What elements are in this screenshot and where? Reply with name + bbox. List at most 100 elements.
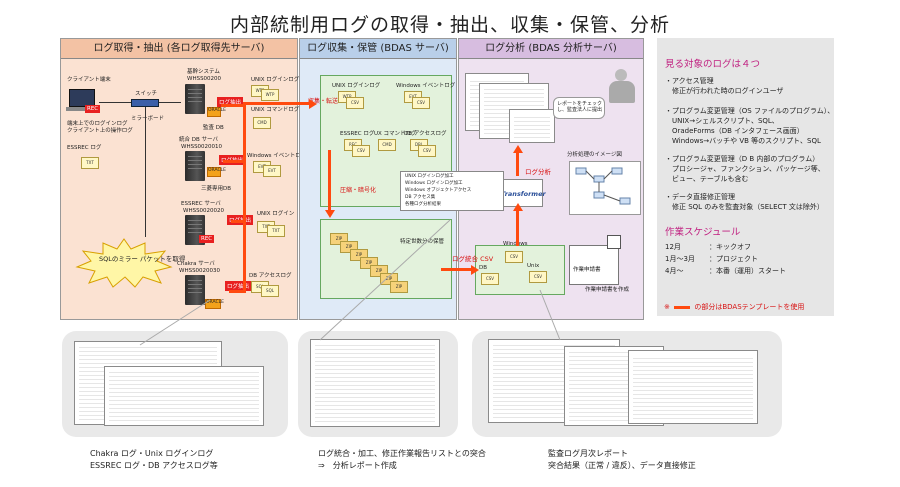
- analysis-image: [569, 161, 641, 215]
- aud-db-label: 監査 DB: [203, 125, 224, 131]
- rec-badge-client: REC: [85, 105, 101, 113]
- essrec-server-label: ESSREC サーバ: [181, 201, 221, 207]
- txt-doc-3: TXT: [267, 225, 285, 237]
- log-merge-csv-label: ログ統合 CSV: [452, 255, 494, 263]
- request-form-box: [569, 245, 619, 285]
- legend: ※ の部分はBDASテンプレートを使用: [664, 302, 804, 312]
- target-3-line-1: ・プログラム変更管理（D B 内部のプログラム）: [665, 155, 820, 163]
- collect-db-access: DB アクセスログ: [404, 131, 447, 137]
- collect-trunk: [243, 102, 246, 293]
- merge-arrow-head: [471, 265, 479, 275]
- analysis-up-line: [516, 210, 519, 246]
- target-1-line-1: ・アクセス管理: [665, 77, 714, 85]
- collect-essrec: ESSREC ログ: [340, 131, 375, 137]
- process-note-1: Windows ログインログ加工: [405, 181, 463, 186]
- process-note-2: Windows オブジェクトアクセス: [405, 188, 472, 193]
- analysis-flow-icon: [575, 167, 631, 205]
- caption-1: Chakra ログ・Unix ログインログ ESSREC ログ・DB アクセスロ…: [90, 448, 218, 472]
- log-extract-4: ログ抽出: [225, 281, 252, 291]
- request-label: 作業申請書: [573, 267, 601, 273]
- report-shot-3: [509, 109, 555, 143]
- caption-2-line-1: ログ統合・加工、修正作業報告リストとの突合: [318, 449, 486, 458]
- unix-label: Unix: [527, 263, 540, 269]
- net-line-2: [159, 102, 181, 103]
- extract-arrow-1: [221, 104, 243, 107]
- reviewer-body-icon: [609, 81, 635, 103]
- compress-label: 圧縮・暗号化: [340, 187, 377, 194]
- db-server-label: 統合 DB サーバ: [179, 137, 218, 143]
- panel-header-collection: ログ収集・保管 (BDAS サーバ): [300, 39, 456, 59]
- dedicated-db-label: 三菱専用DB: [201, 186, 232, 192]
- sql-burst-shape: [75, 238, 173, 288]
- panel-log-acquisition: ログ取得・抽出 (各ログ取得先サーバ) クライアント端末 REC 端末上でのログ…: [60, 38, 306, 320]
- schedule-1-date: 12月: [665, 243, 681, 251]
- panel-header-acquisition: ログ取得・抽出 (各ログ取得先サーバ): [61, 39, 297, 59]
- target-2-line-2: UNIX→シェルスクリプト、SQL、: [665, 117, 779, 126]
- page-title: 内部統制用ログの取得・抽出、収集・保管、分析: [229, 14, 670, 36]
- cmd-doc-1: CMD: [253, 117, 271, 129]
- image-label: 分析処理のイメージ図: [567, 152, 622, 158]
- caption-2-line-2: ⇒ 分析レポート作成: [318, 461, 397, 470]
- analysis-top-head: [513, 145, 523, 153]
- windows-event-label: Windows イベントログ: [247, 153, 307, 159]
- target-title: 見る対象のログは４つ: [665, 59, 761, 70]
- caption-3: 監査ログ月次レポート 突合結果（正常 / 違反）、データ直接修正: [548, 448, 696, 472]
- schedule-3-text: ：本番（運用）スタート: [709, 267, 786, 275]
- sql-burst-text: SQLのミラー パケットを取得: [99, 255, 186, 263]
- chakra-host-label: WHSS0020030: [179, 268, 221, 274]
- collect-arrow-top: [243, 102, 309, 105]
- essrec-log-label: ESSREC ログ: [67, 145, 102, 151]
- caption-1-line-2: ESSREC ログ・DB アクセスログ等: [90, 461, 218, 470]
- schedule-2-text: ：プロジェクト: [709, 255, 758, 263]
- base-server-icon: [185, 84, 205, 114]
- collect-cmd-doc: CMD: [378, 139, 396, 151]
- client-label: クライアント端末: [67, 77, 111, 83]
- reviewer-head-icon: [615, 69, 627, 81]
- collect-csv-doc-1: CSV: [346, 97, 364, 109]
- sql-doc-2: SQL: [261, 285, 279, 297]
- chakra-server-icon: [185, 275, 205, 305]
- target-3: ・プログラム変更管理（D B 内部のプログラム） プロシージャ、ファンクション、…: [665, 154, 825, 184]
- net-line-3: [145, 107, 146, 237]
- schedule-3-date: 4月～: [665, 267, 684, 275]
- oracle-box-1: ORACLE: [207, 107, 226, 117]
- caption-1-line-1: Chakra ログ・Unix ログインログ: [90, 449, 214, 458]
- process-note-0: UNIX ログインログ加工: [405, 174, 454, 179]
- target-2-line-4: Windows→バッチや VB 等のスクリプト、SQL: [665, 137, 821, 146]
- caption-3-line-1: 監査ログ月次レポート: [548, 449, 628, 458]
- chakra-server-label: Chakra サーバ: [177, 261, 215, 267]
- reviewer-text: レポートをチェックし、監査法人に提出: [557, 101, 603, 113]
- caption-2: ログ統合・加工、修正作業報告リストとの突合 ⇒ 分析レポート作成: [318, 448, 486, 472]
- extract-arrow-2: [223, 160, 243, 163]
- compress-arrow-head: [325, 210, 335, 218]
- mirror-label: ミラーボード: [131, 116, 165, 122]
- compress-line: [328, 150, 331, 210]
- target-3-line-2: プロシージャ、ファンクション、パッケージ等、: [665, 165, 825, 174]
- archive-box: [320, 219, 452, 299]
- schedule-1-text: ：キックオフ: [709, 243, 751, 251]
- target-3-line-3: ビュー、テーブルも含む: [665, 175, 749, 184]
- caption-3-line-2: 突合結果（正常 / 違反）、データ直接修正: [548, 461, 696, 470]
- process-note-4: 各種ログ分析結果: [405, 202, 441, 207]
- panel-log-analysis: ログ分析 (BDAS 分析サーバ) レポートをチェックし、監査法人に提出 ログ分…: [458, 38, 644, 320]
- target-2: ・プログラム変更管理（OS ファイルのプログラム）、 UNIX→シェルスクリプト…: [665, 106, 834, 147]
- collect-csv-doc-4: CSV: [418, 145, 436, 157]
- oracle-box-3: ORACLE: [205, 299, 224, 309]
- db-access-label: DB アクセスログ: [249, 273, 292, 279]
- collect-unix-login: UNIX ログインログ: [332, 83, 381, 89]
- store-label: 特定世数分の保管: [400, 239, 445, 245]
- laptop-icon: [69, 89, 95, 107]
- schedule-title: 作業スケジュール: [665, 227, 741, 238]
- legend-prefix: ※: [664, 303, 670, 311]
- unix-login-label-1: UNIX ログインログ: [251, 77, 300, 83]
- legend-text: の部分はBDASテンプレートを使用: [694, 303, 805, 311]
- panel-log-collection: ログ収集・保管 (BDAS サーバ) UNIX ログインログ WTP CSV W…: [299, 38, 457, 320]
- bottom-shot-2: [310, 339, 440, 427]
- switch-icon: [131, 99, 159, 107]
- merge-arrow-line: [441, 268, 471, 271]
- bottom-shot-3c: [628, 350, 758, 424]
- unix-command-label: UNIX コマンドログ: [251, 107, 300, 113]
- base-host-label: WHSS00200: [187, 76, 222, 82]
- laptop-base: [66, 107, 98, 111]
